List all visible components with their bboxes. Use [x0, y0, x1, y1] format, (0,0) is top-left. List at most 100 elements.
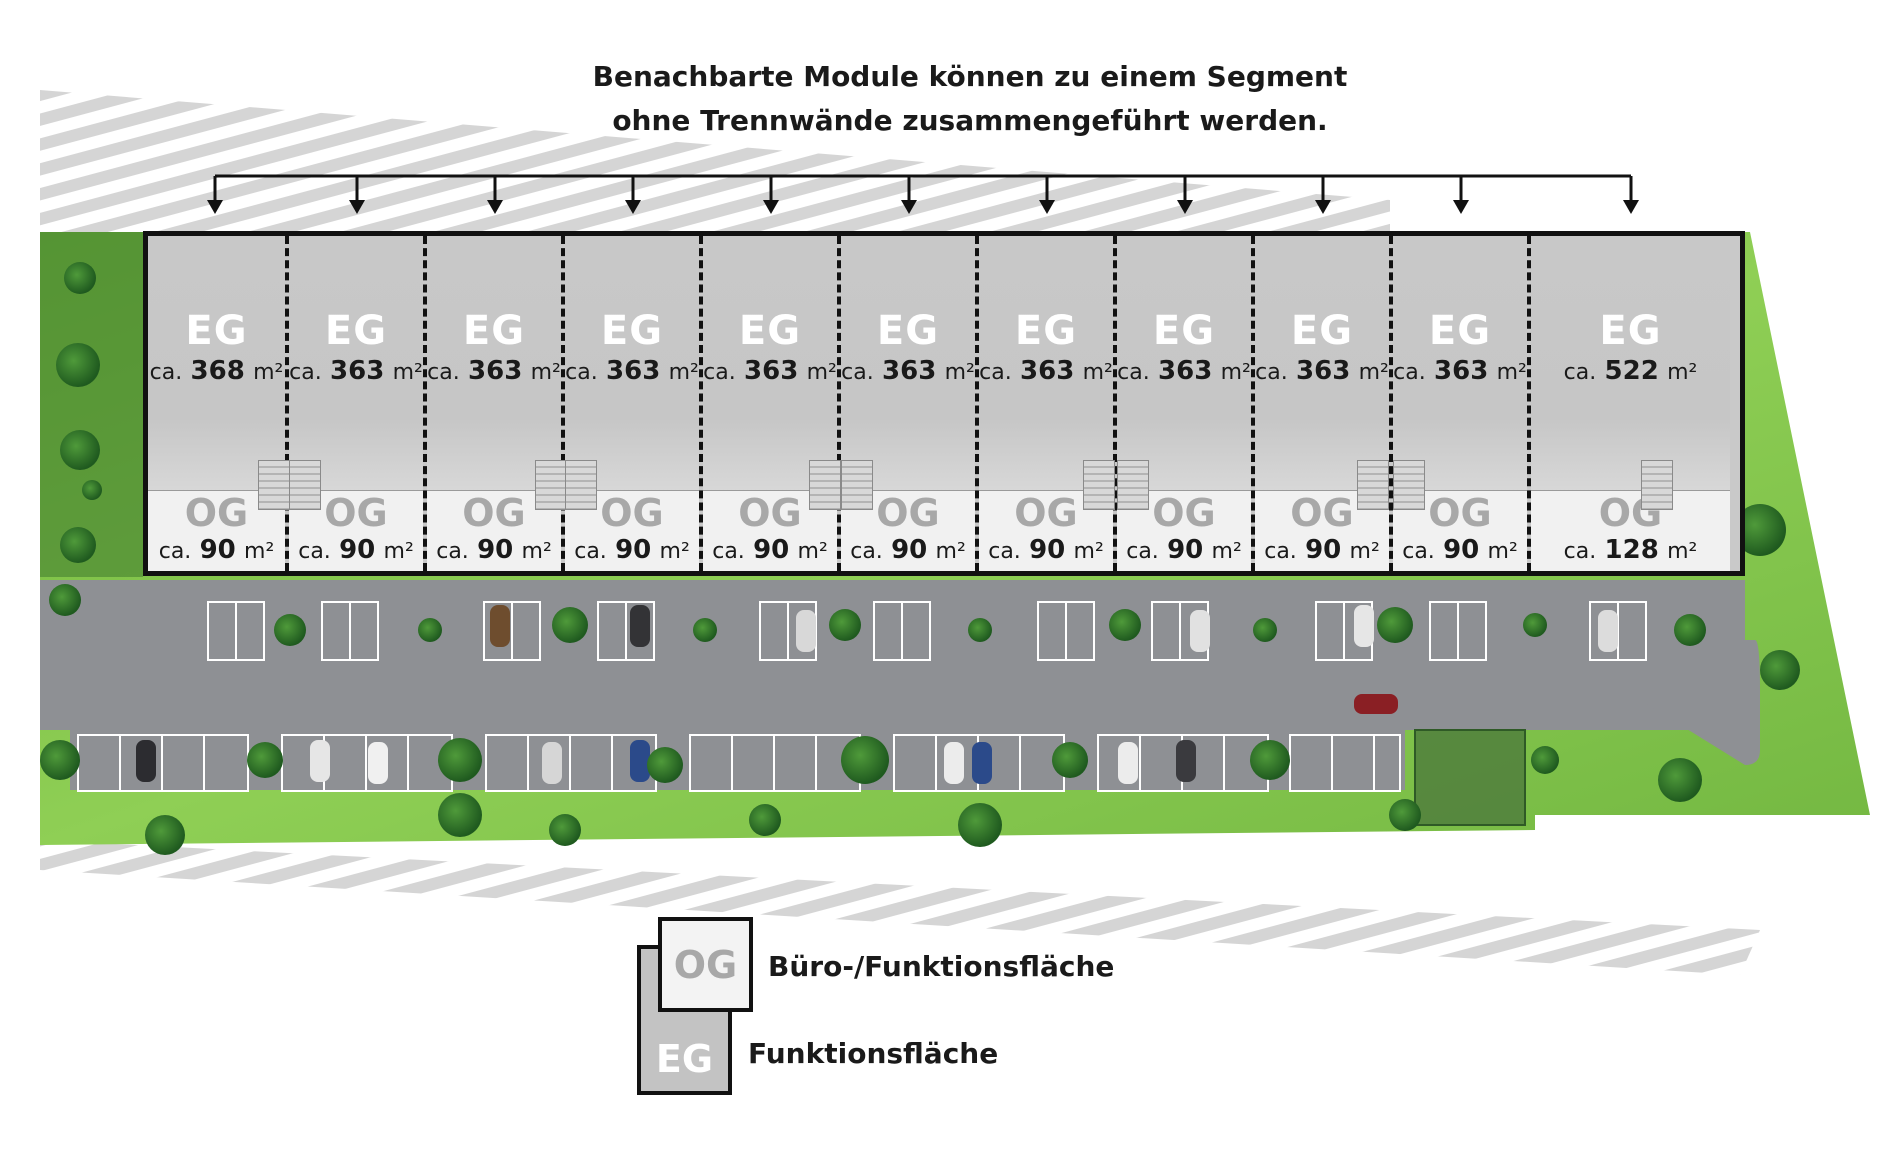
og-value: 90 [1305, 535, 1342, 565]
caption-line-1: Benachbarte Module können zu einem Segme… [592, 60, 1348, 93]
eg-unit: m² [944, 360, 975, 385]
arrow-head [625, 200, 641, 214]
eg-code: EG [1599, 308, 1662, 354]
loading-door [1083, 460, 1115, 510]
loading-door [565, 460, 597, 510]
eg-size: ca. 368 m² [148, 356, 285, 386]
og-code: OG [324, 491, 388, 535]
og-prefix: ca. [712, 539, 745, 564]
eg-area [1117, 236, 1251, 496]
og-prefix: ca. [850, 539, 883, 564]
legend-eg-label: Funktionsfläche [748, 1037, 999, 1070]
eg-size: ca. 363 m² [703, 356, 837, 386]
loading-door [1117, 460, 1149, 510]
eg-area [427, 236, 561, 496]
eg-unit: m² [668, 360, 699, 385]
og-unit: m² [1349, 539, 1380, 564]
eg-area [1255, 236, 1389, 496]
eg-unit: m² [253, 360, 284, 385]
eg-size: ca. 522 m² [1531, 356, 1730, 386]
legend-og-swatch: OG [658, 917, 753, 1012]
eg-code: EG [324, 308, 388, 354]
eg-unit: m² [530, 360, 561, 385]
og-value: 90 [1167, 535, 1204, 565]
eg-size: ca. 363 m² [841, 356, 975, 386]
arrow-head [1623, 200, 1639, 214]
eg-area [148, 236, 285, 496]
parking-stalls-top [207, 601, 1647, 661]
og-size: ca. 90 m² [148, 535, 285, 565]
eg-prefix: ca. [427, 360, 460, 385]
og-size: ca. 90 m² [289, 535, 423, 565]
og-prefix: ca. [1264, 539, 1297, 564]
loading-door [289, 460, 321, 510]
eg-size: ca. 363 m² [289, 356, 423, 386]
arrow-head [901, 200, 917, 214]
caption-line-2: ohne Trennwände zusammengeführt werden. [612, 104, 1328, 137]
eg-unit: m² [1082, 360, 1113, 385]
eg-value: 363 [1296, 356, 1351, 386]
og-value: 90 [339, 535, 376, 565]
module-connector-arrows [207, 174, 1639, 214]
og-code: OG [738, 491, 802, 535]
loading-door [258, 460, 290, 510]
connector-drops [207, 176, 1639, 214]
eg-prefix: ca. [1255, 360, 1288, 385]
og-size: ca. 90 m² [427, 535, 561, 565]
og-unit: m² [244, 539, 275, 564]
eg-area [565, 236, 699, 496]
eg-value: 363 [744, 356, 799, 386]
arrow-head [1039, 200, 1055, 214]
loading-door [841, 460, 873, 510]
eg-code: EG [1152, 308, 1216, 354]
eg-unit: m² [1358, 360, 1389, 385]
eg-code: EG [876, 308, 940, 354]
og-unit: m² [659, 539, 690, 564]
eg-size: ca. 363 m² [565, 356, 699, 386]
og-value: 90 [753, 535, 790, 565]
og-prefix: ca. [1563, 539, 1597, 564]
property-boundary-hatch [40, 90, 1760, 975]
eg-area [841, 236, 975, 496]
eg-size: ca. 363 m² [1393, 356, 1527, 386]
eg-value: 363 [882, 356, 937, 386]
eg-value: 363 [1020, 356, 1075, 386]
og-code: OG [1290, 491, 1354, 535]
eg-unit: m² [806, 360, 837, 385]
eg-unit: m² [1667, 360, 1698, 385]
eg-code: EG [600, 308, 664, 354]
eg-size: ca. 363 m² [1255, 356, 1389, 386]
og-value: 90 [1029, 535, 1066, 565]
og-unit: m² [521, 539, 552, 564]
eg-prefix: ca. [703, 360, 736, 385]
eg-code: EG [185, 308, 248, 354]
eg-prefix: ca. [565, 360, 598, 385]
eg-code: EG [1428, 308, 1492, 354]
og-code: OG [1598, 491, 1663, 535]
eg-area [289, 236, 423, 496]
eg-prefix: ca. [1563, 360, 1597, 385]
eg-value: 522 [1604, 356, 1659, 386]
eg-size: ca. 363 m² [1117, 356, 1251, 386]
og-unit: m² [1073, 539, 1104, 564]
arrow-head [207, 200, 223, 214]
arrow-head [349, 200, 365, 214]
loading-door [1641, 460, 1673, 510]
og-prefix: ca. [1126, 539, 1159, 564]
eg-unit: m² [392, 360, 423, 385]
eg-value: 363 [330, 356, 385, 386]
og-value: 90 [1443, 535, 1480, 565]
og-code: OG [184, 491, 249, 535]
og-code: OG [1014, 491, 1078, 535]
